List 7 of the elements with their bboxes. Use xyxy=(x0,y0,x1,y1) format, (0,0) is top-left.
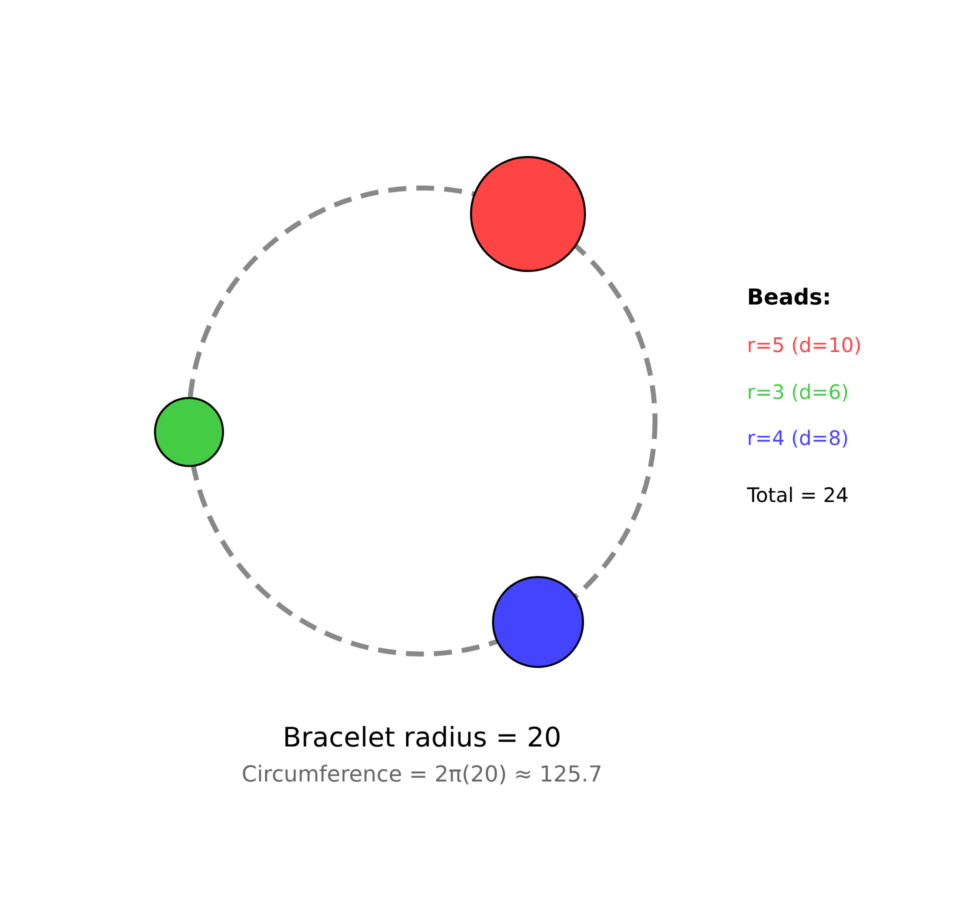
legend-entry: r=4 (d=8) xyxy=(747,426,849,450)
circumference-label: Circumference = 2π(20) ≈ 125.7 xyxy=(242,762,602,788)
legend-entry: r=3 (d=6) xyxy=(747,380,849,404)
radius-label: Bracelet radius = 20 xyxy=(282,722,562,754)
legend-heading: Beads: xyxy=(747,286,832,310)
total-text: Total = 24 xyxy=(747,483,849,507)
legend-entry: r=5 (d=10) xyxy=(747,333,862,357)
